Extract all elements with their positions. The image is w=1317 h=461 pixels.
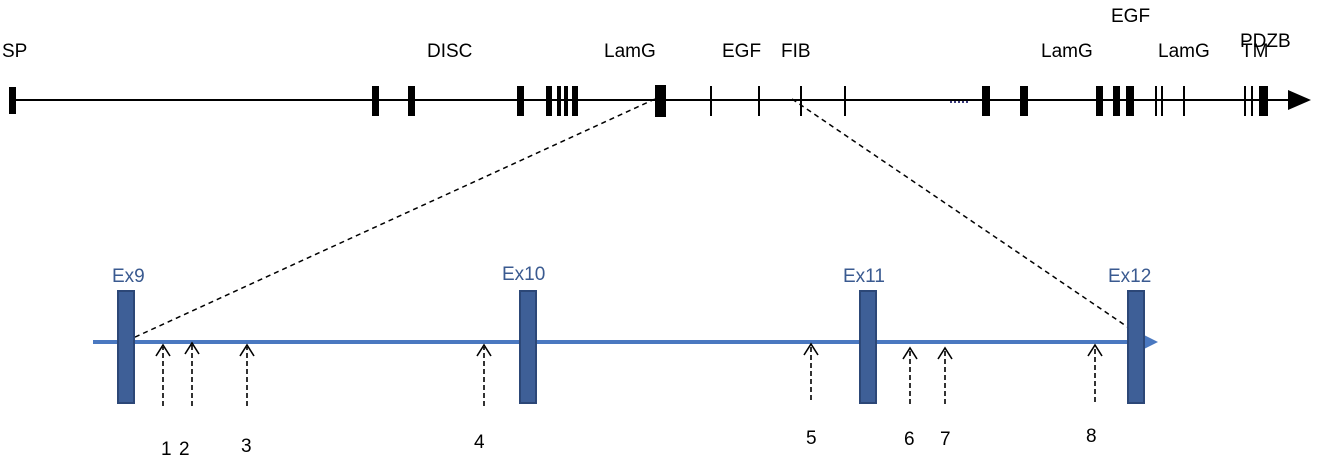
site-label-7: 7 [940,429,951,450]
domain-label-lamg-2: LamG [1041,41,1093,62]
top-exon-block [1020,86,1028,116]
top-gene-arrowhead [1288,90,1311,110]
top-exon-block [557,86,561,116]
top-exon-block [655,85,666,117]
zoom-connector-right [791,98,1133,331]
top-exon-block [9,87,16,114]
top-exon-block [1259,86,1268,116]
site-arrow-1 [155,343,171,406]
exon-bar-ex10 [519,290,537,404]
top-exon-block [572,86,578,116]
top-exon-block [517,86,524,116]
site-arrow-8 [1087,343,1103,402]
zoom-connector-left [132,98,656,339]
top-exon-block [982,86,990,116]
domain-label-egf-2: EGF [1111,6,1150,27]
exon-bar-ex12 [1127,290,1145,404]
site-arrow-6 [902,346,918,404]
site-label-1: 1 [161,439,172,460]
exon-label-ex12: Ex12 [1108,266,1151,287]
site-arrow-2 [184,341,200,406]
exon-label-ex10: Ex10 [502,264,545,285]
top-exon-block [1096,86,1103,116]
site-arrow-7 [937,346,953,404]
site-label-4: 4 [474,432,485,453]
site-arrow-3 [239,343,255,406]
domain-label-sp: SP [2,41,27,62]
top-exon-block [1113,86,1120,116]
zoom-track: Ex9 Ex10 Ex11 Ex12 [93,264,1158,460]
exon-bar-ex11 [859,290,877,404]
top-exon-block [408,86,415,116]
exon-label-ex11: Ex11 [843,266,885,287]
top-exon-block [1126,86,1134,116]
domain-label-pdzb: PDZB [1240,31,1291,52]
top-gene-track: SP DISC LamG EGF FIB LamG EGF LamG PDZB … [2,6,1311,117]
site-label-8: 8 [1086,426,1097,447]
domain-label-lamg-1: LamG [604,41,656,62]
domain-label-lamg-3: LamG [1158,41,1210,62]
site-arrow-4 [476,343,492,406]
site-arrow-5 [803,342,819,400]
site-label-2: 2 [179,439,190,460]
site-label-5: 5 [806,428,817,449]
site-label-3: 3 [241,436,252,457]
domain-label-egf-1: EGF [722,41,761,62]
top-exon-block [564,86,568,116]
exon-label-ex9: Ex9 [112,266,145,287]
top-exon-block [546,86,552,116]
exon-bar-ex9 [117,290,135,404]
top-exon-block [372,86,379,116]
site-label-6: 6 [904,429,915,450]
domain-label-tm: TM [1241,41,1268,62]
domain-label-fib: FIB [781,41,811,62]
domain-label-disc: DISC [427,41,472,62]
